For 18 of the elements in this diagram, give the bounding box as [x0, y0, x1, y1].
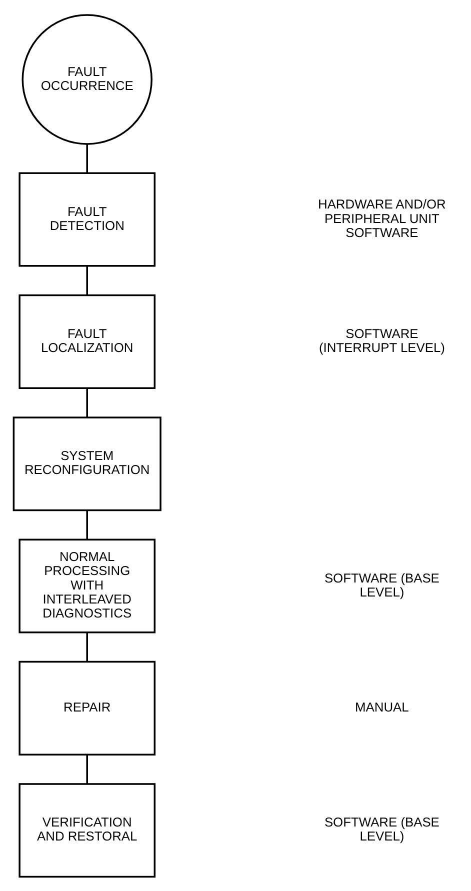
node-box: FAULT DETECTION: [18, 172, 156, 266]
node-box: REPAIR: [18, 660, 156, 755]
label: SOFTWARE (BASE LEVEL): [324, 814, 439, 844]
label: HARDWARE AND/OR PERIPHERAL UNIT SOFTWARE: [318, 196, 446, 240]
node-box: FAULT LOCALIZATION: [18, 294, 156, 388]
connector: [86, 510, 88, 539]
label: MANUAL: [354, 698, 408, 714]
node-box: NORMAL PROCESSING WITH INTERLEAVED DIAGNOSTICS: [18, 538, 156, 633]
connector: [86, 266, 88, 295]
connector: [86, 632, 88, 662]
connector: [86, 143, 88, 172]
node-box: VERIFICATION AND RESTORAL: [18, 782, 156, 878]
node-circle: FAULT OCCURRENCE: [21, 14, 152, 144]
connector: [86, 754, 88, 784]
label: SOFTWARE (INTERRUPT LEVEL): [318, 325, 444, 355]
connector: [86, 388, 88, 417]
node-box: SYSTEM RECONFIGURATION: [12, 416, 161, 511]
label: SOFTWARE (BASE LEVEL): [324, 570, 439, 599]
